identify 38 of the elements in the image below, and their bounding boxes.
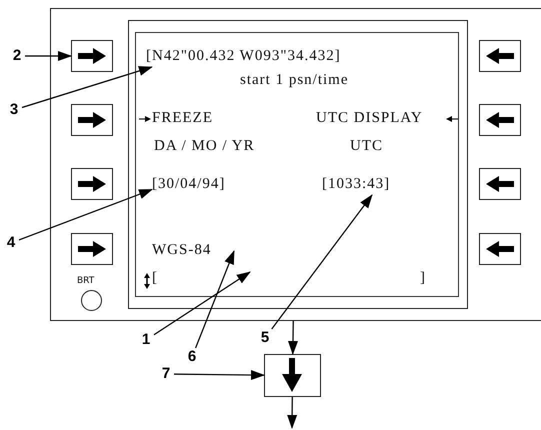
callout-number: 6	[184, 348, 200, 366]
screen-text: UTC	[350, 138, 383, 155]
leader-line	[154, 271, 251, 336]
screen-text: UTC DISPLAY	[316, 110, 423, 127]
line-select-key	[479, 104, 521, 136]
callout-number: 4	[3, 234, 19, 252]
leader-line	[287, 397, 298, 429]
arrow	[288, 321, 298, 355]
brightness-label: BRT	[77, 276, 94, 286]
bracket: [	[152, 270, 158, 287]
control-panel	[50, 8, 541, 321]
line-select-key	[71, 40, 113, 72]
line-select-key	[479, 40, 521, 72]
line-select-key	[479, 233, 521, 265]
display-field: WGS-84	[152, 239, 234, 261]
leader-line	[18, 188, 153, 241]
display-field: [30/04/94]	[152, 173, 264, 195]
bracket: ]	[420, 270, 426, 287]
screen-text: FREEZE	[152, 110, 213, 127]
callout-number: 7	[158, 365, 174, 383]
screen-text: DA / MO / YR	[154, 138, 255, 155]
callout-number: 1	[138, 331, 154, 349]
leader-line	[174, 370, 265, 380]
line-select-key	[71, 233, 113, 265]
display-field: [1033:43]	[322, 173, 422, 195]
callout-number: 5	[257, 329, 273, 347]
line-select-key	[71, 168, 113, 200]
leader-line	[271, 194, 373, 330]
line-select-key	[71, 104, 113, 136]
key-box	[264, 354, 321, 397]
callout-number: 2	[9, 47, 25, 65]
line-select-key	[479, 168, 521, 200]
leader-line	[22, 66, 153, 108]
display-field: [N42"00.432 W093"34.432]	[146, 45, 438, 67]
leader-line	[195, 250, 235, 348]
screen-text: start 1 psn/time	[240, 72, 348, 89]
leader-line	[25, 51, 72, 61]
callout-number: 3	[6, 101, 22, 119]
